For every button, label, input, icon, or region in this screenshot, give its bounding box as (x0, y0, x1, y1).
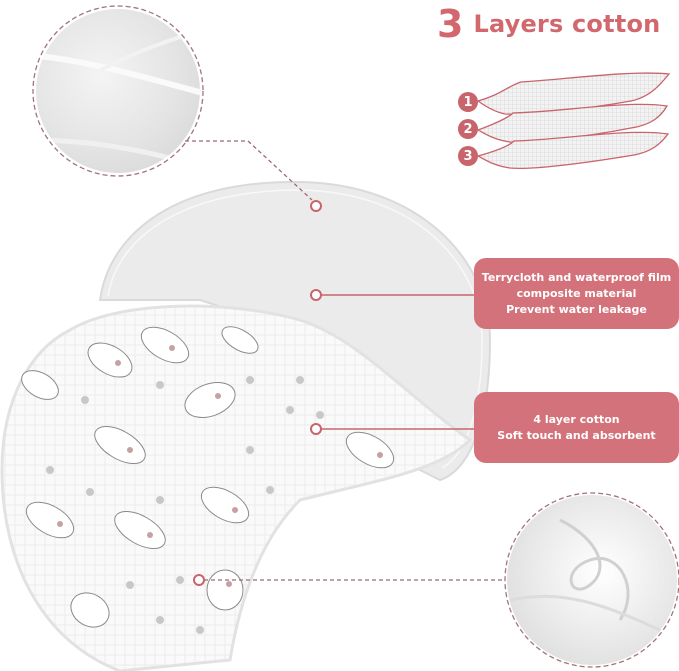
title-number: 3 (437, 2, 464, 46)
leader-lines (185, 140, 505, 581)
layer-badge-2: 2 (458, 119, 478, 139)
muslin-texture-closeup (504, 492, 679, 668)
marker-dots (193, 200, 322, 586)
layers-diagram (476, 72, 671, 170)
callout-cotton: 4 layer cotton Soft touch and absorbent (474, 392, 679, 463)
muslin-bib (0, 304, 473, 671)
callout-line: Soft touch and absorbent (497, 428, 656, 442)
callout-line: Terrycloth and waterproof film (481, 270, 672, 284)
title-text: Layers cotton (473, 10, 661, 38)
callout-line: composite material (516, 286, 637, 300)
terry-texture-closeup (32, 5, 204, 177)
callout-line: 4 layer cotton (533, 412, 620, 426)
page-title: 3 Layers cotton (437, 2, 660, 46)
layer-badge-label: 3 (463, 148, 473, 164)
layer-badge-1: 1 (458, 92, 478, 112)
layer-badge-label: 2 (463, 121, 473, 137)
layer-badge-label: 1 (463, 94, 473, 110)
callout-terrycloth: Terrycloth and waterproof film composite… (474, 258, 679, 329)
callout-line: Prevent water leakage (506, 302, 647, 316)
layer-badge-3: 3 (458, 146, 478, 166)
